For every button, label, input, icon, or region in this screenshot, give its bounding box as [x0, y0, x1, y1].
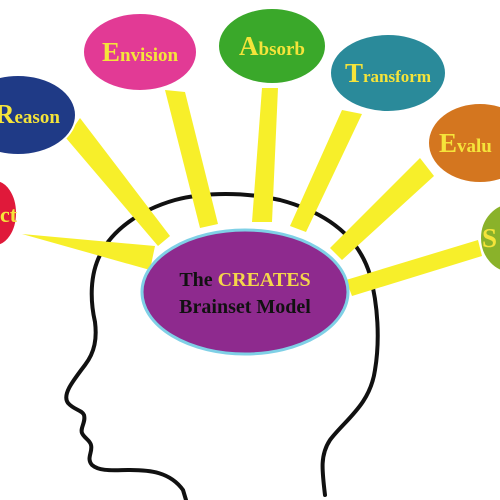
bubble-synthesize-initial: S	[482, 223, 497, 253]
bubble-synthesize: S	[479, 204, 500, 272]
ray-absorb	[252, 88, 278, 222]
center-title-highlight: CREATES	[218, 269, 311, 291]
bubble-reason-initial: R	[0, 99, 15, 129]
bubble-transform-rest: ransform	[363, 67, 431, 86]
bubble-connect-shape	[0, 179, 18, 247]
bubble-absorb-rest: bsorb	[259, 39, 305, 60]
ray-reason	[66, 118, 170, 246]
bubble-reason-label: Reason	[0, 99, 60, 129]
bubble-evaluate-rest: valu	[457, 136, 492, 157]
bubble-envision-rest: nvision	[120, 45, 179, 66]
head-outline	[64, 192, 380, 500]
center-title-line2: Brainset Model	[179, 296, 311, 318]
head-profile-outline	[64, 192, 380, 500]
bubble-transform: Transform	[329, 33, 447, 113]
center-title-prefix: The	[179, 269, 217, 291]
bubble-evaluate-label: Evalu	[439, 128, 492, 158]
bubble-transform-shape	[329, 33, 447, 113]
bubble-envision-shape	[82, 12, 198, 92]
bubble-absorb-shape	[217, 7, 327, 85]
ray-envision	[165, 90, 218, 228]
bubble-reason-rest: eason	[15, 107, 61, 128]
bubble-evaluate: Evalu	[427, 102, 500, 184]
bubble-absorb: Absorb	[217, 7, 327, 85]
rays-group	[22, 88, 482, 296]
bubble-connect: ct	[0, 179, 18, 247]
bubble-envision: Envision	[82, 12, 198, 92]
bubble-absorb-label: Absorb	[239, 31, 305, 61]
bubble-reason-shape	[0, 74, 77, 156]
bubble-transform-initial: T	[345, 58, 363, 88]
bubble-evaluate-initial: E	[439, 128, 457, 158]
ray-connect	[22, 234, 155, 270]
ray-evaluate	[330, 158, 434, 260]
bubble-reason: Reason	[0, 74, 77, 156]
bubble-absorb-initial: A	[239, 31, 259, 61]
bubble-connect-label: ct	[0, 202, 18, 227]
ray-transform	[290, 110, 362, 232]
bubble-envision-label: Envision	[102, 37, 179, 67]
ray-synthesize	[346, 240, 482, 296]
bubble-transform-label: Transform	[345, 58, 431, 88]
center-node: The CREATES Brainset Model	[140, 228, 350, 356]
bubble-evaluate-shape	[427, 102, 500, 184]
center-title-line1: The CREATES	[179, 269, 310, 291]
bubbles-group: ct Reason Envision Absorb T	[0, 7, 500, 272]
center-ellipse	[140, 228, 350, 356]
bubble-synthesize-label: S	[482, 223, 497, 253]
bubble-synthesize-shape	[479, 204, 500, 272]
bubble-envision-initial: E	[102, 37, 120, 67]
